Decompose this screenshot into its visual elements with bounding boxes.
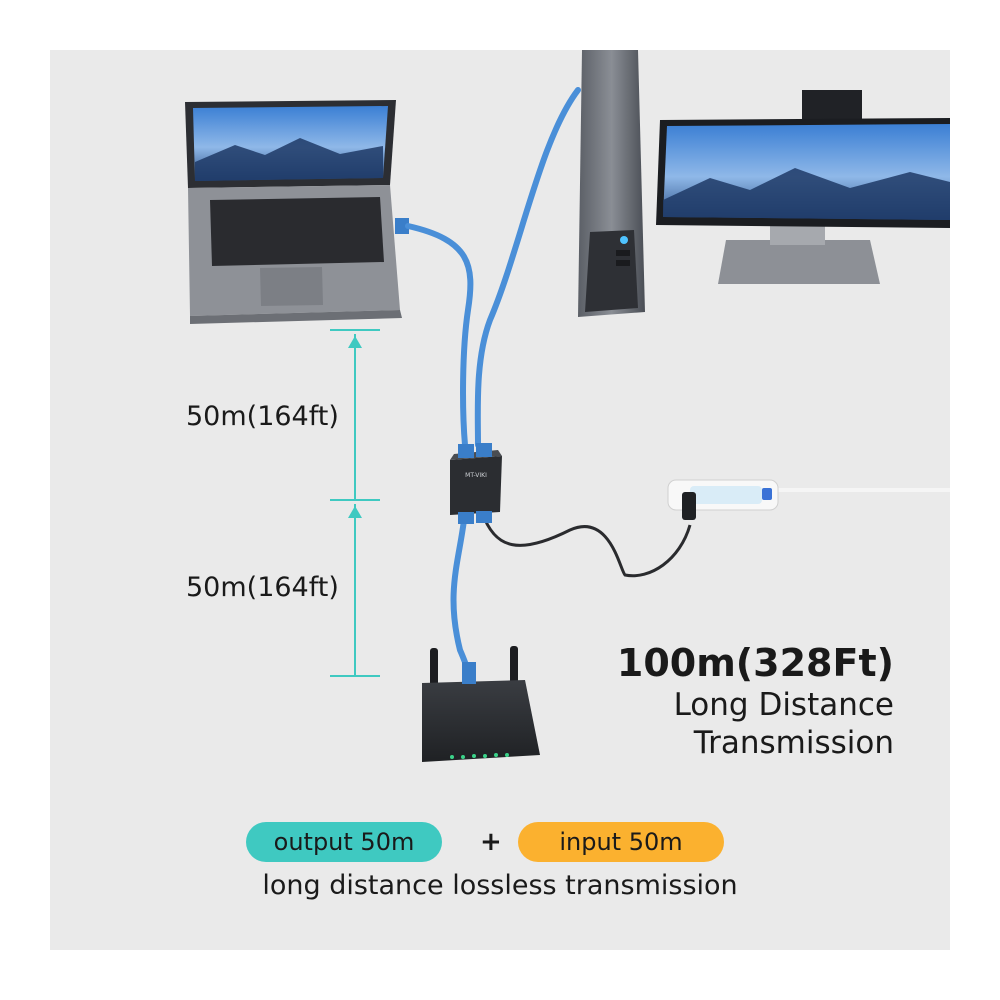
extender-device: MT-VIKI [450, 443, 502, 524]
scene-graphic: MT-VIKI [185, 50, 950, 762]
pc-tower [578, 50, 645, 317]
upper-distance-label: 50m(164ft) [186, 401, 339, 432]
total-distance-heading: 100m(328Ft) [616, 641, 894, 685]
product-illustration: MT-VIKI 50m( [50, 50, 950, 950]
power-cable [480, 488, 950, 578]
dimension-lines [330, 329, 380, 677]
input-distance-badge: input 50m [518, 822, 724, 862]
plus-sign: + [480, 827, 502, 857]
laptop [185, 100, 409, 324]
monitor [656, 90, 950, 284]
ethernet-cables [405, 87, 581, 675]
router [422, 646, 540, 762]
extender-brand-label: MT-VIKI [465, 472, 487, 479]
headline-block: 100m(328Ft) Long Distance Transmission [617, 640, 894, 762]
output-distance-badge: output 50m [246, 822, 442, 862]
headline-line-2: Transmission [693, 725, 894, 761]
power-strip [667, 479, 779, 520]
tagline: long distance lossless transmission [262, 870, 738, 901]
headline-line-1: Long Distance [673, 687, 894, 723]
lower-distance-label: 50m(164ft) [186, 572, 339, 603]
